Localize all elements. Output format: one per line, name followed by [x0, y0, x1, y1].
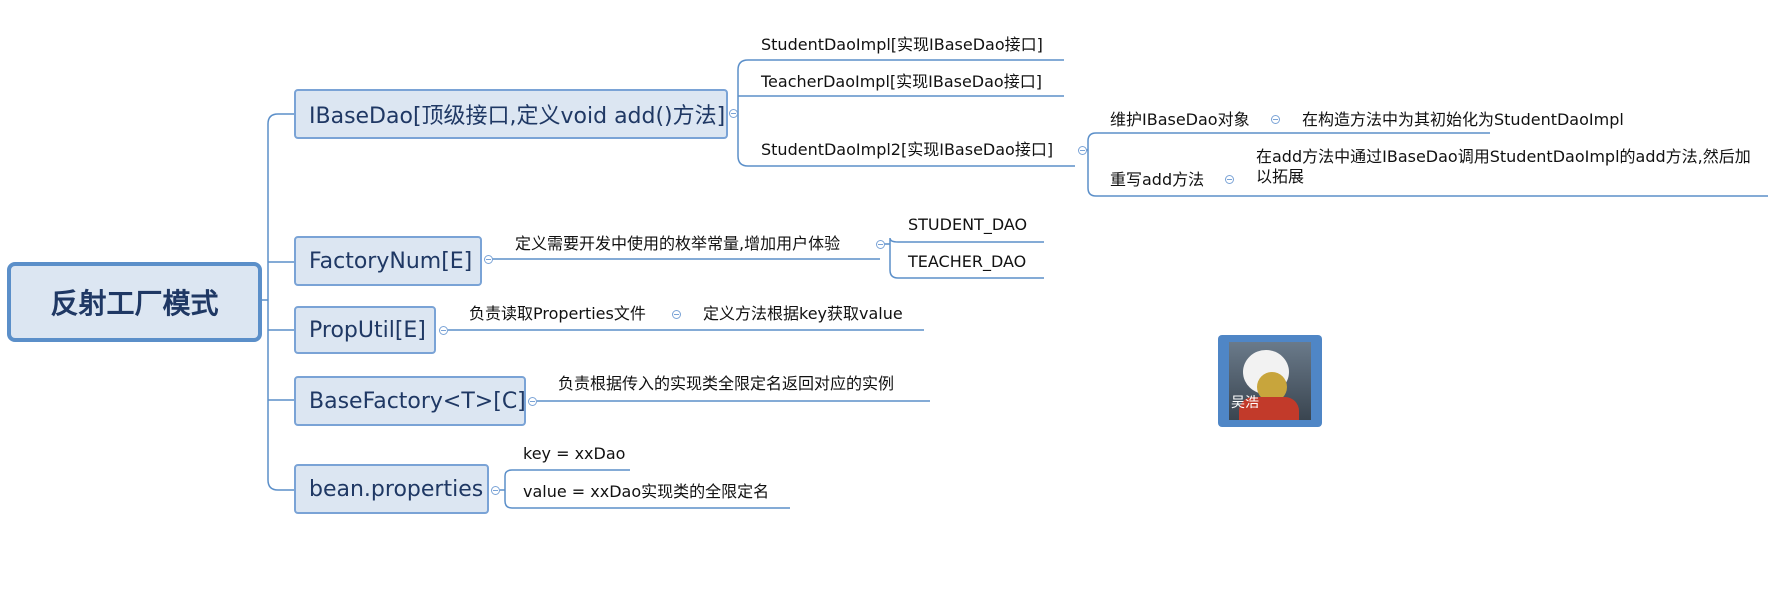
node-bean-properties-label: bean.properties — [309, 476, 484, 502]
node-bean-key[interactable]: key = xxDao — [523, 444, 626, 463]
collapse-proputil-desc-icon[interactable] — [672, 310, 681, 319]
node-bean-value[interactable]: value = xxDao实现类的全限定名 — [523, 482, 770, 501]
root-node-label: 反射工厂模式 — [50, 287, 219, 320]
avatar-body-shape — [1239, 397, 1299, 420]
node-proputil[interactable]: PropUtil[E] — [294, 306, 436, 354]
node-factorynum-desc[interactable]: 定义需要开发中使用的枚举常量,增加用户体验 — [515, 234, 841, 253]
node-proputil-detail[interactable]: 定义方法根据key获取value — [703, 304, 903, 323]
collapse-override-icon[interactable] — [1225, 175, 1234, 184]
node-maintain-ibasedao[interactable]: 维护IBaseDao对象 — [1110, 110, 1250, 129]
collapse-maintain-icon[interactable] — [1271, 115, 1280, 124]
collapse-basefactory-icon[interactable] — [528, 397, 537, 406]
avatar-name: 吴浩 — [1231, 395, 1259, 411]
user-avatar[interactable]: 吴浩 — [1218, 335, 1322, 427]
avatar-picture: 吴浩 — [1229, 342, 1311, 420]
collapse-ibasedao-icon[interactable] — [729, 109, 738, 118]
node-basefactory-label: BaseFactory<T>[C] — [309, 388, 526, 414]
collapse-factorynum-desc-icon[interactable] — [876, 240, 885, 249]
node-ibasedao-label: IBaseDao[顶级接口,定义void add()方法] — [309, 104, 726, 129]
node-bean-properties[interactable]: bean.properties — [294, 464, 489, 514]
node-factorynum[interactable]: FactoryNum[E] — [294, 236, 482, 286]
collapse-factorynum-icon[interactable] — [484, 255, 493, 264]
node-factorynum-label: FactoryNum[E] — [309, 248, 473, 274]
root-node[interactable]: 反射工厂模式 — [7, 262, 262, 342]
node-ibasedao[interactable]: IBaseDao[顶级接口,定义void add()方法] — [294, 89, 728, 139]
node-basefactory-desc[interactable]: 负责根据传入的实现类全限定名返回对应的实例 — [558, 374, 895, 393]
node-teacher-dao[interactable]: TEACHER_DAO — [908, 252, 1027, 271]
node-maintain-detail[interactable]: 在构造方法中为其初始化为StudentDaoImpl — [1302, 110, 1624, 129]
collapse-studentdaoimpl2-icon[interactable] — [1078, 146, 1087, 155]
node-studentdaoimpl2[interactable]: StudentDaoImpl2[实现IBaseDao接口] — [761, 140, 1054, 159]
node-proputil-label: PropUtil[E] — [309, 317, 426, 343]
node-proputil-desc[interactable]: 负责读取Properties文件 — [469, 304, 646, 323]
node-override-add[interactable]: 重写add方法 — [1110, 170, 1205, 189]
node-teacherdaoimpl[interactable]: TeacherDaoImpl[实现IBaseDao接口] — [761, 72, 1042, 91]
node-basefactory[interactable]: BaseFactory<T>[C] — [294, 376, 526, 426]
node-studentdaoimpl[interactable]: StudentDaoImpl[实现IBaseDao接口] — [761, 35, 1043, 54]
collapse-proputil-icon[interactable] — [439, 326, 448, 335]
node-override-detail[interactable]: 在add方法中通过IBaseDao调用StudentDaoImpl的add方法,… — [1256, 147, 1751, 186]
node-student-dao[interactable]: STUDENT_DAO — [908, 215, 1028, 234]
collapse-bean-icon[interactable] — [491, 486, 500, 495]
